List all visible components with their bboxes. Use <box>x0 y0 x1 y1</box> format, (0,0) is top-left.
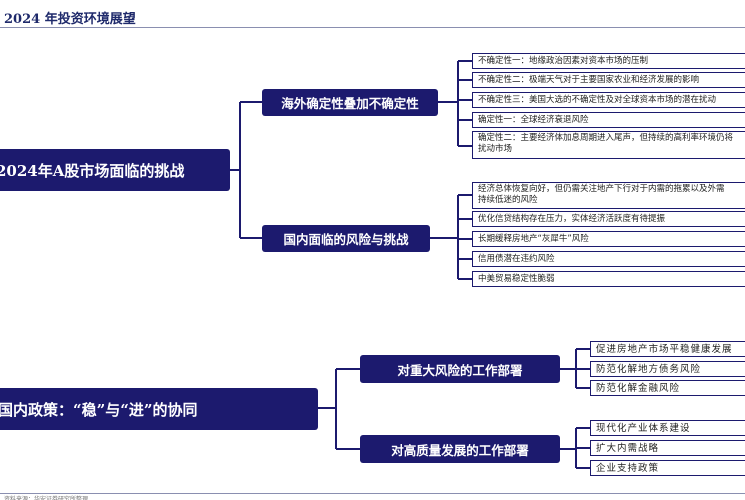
leaf-overseas-3: 不确定性三：美国大选的不确定性及对全球资本市场的潜在扰动 <box>472 92 745 108</box>
root-node-domestic-policy: 国内政策：“稳”与“进”的协同 <box>0 388 318 430</box>
connector-quality-leaves <box>576 427 590 469</box>
branch-label: 对高质量发展的工作部署 <box>391 442 529 458</box>
leaf-risk-3: 防范化解金融风险 <box>590 380 745 396</box>
leaf-domestic-5: 中美贸易稳定性脆弱 <box>472 271 745 287</box>
leaf-overseas-2: 不确定性二：极端天气对于主要国家农业和经济发展的影响 <box>472 72 745 88</box>
connector-risk-leaves <box>576 348 590 389</box>
leaf-overseas-1: 不确定性一：地缘政治因素对资本市场的压制 <box>472 53 745 69</box>
branch-label: 国内面临的风险与挑战 <box>283 232 409 247</box>
branch-label: 对重大风险的工作部署 <box>397 362 523 378</box>
leaf-overseas-4: 确定性一：全球经济衰退风险 <box>472 112 745 128</box>
branch-overseas: 海外确定性叠加不确定性 <box>262 89 438 116</box>
leaf-quality-2: 扩大内需战略 <box>590 440 745 456</box>
leaf-overseas-5: 确定性二：主要经济体加息周期进入尾声，但持续的高利率环境仍将扰动市场 <box>472 131 745 159</box>
leaf-domestic-2: 优化信贷结构存在压力，实体经济活跃度有待提振 <box>472 211 745 227</box>
connector-domestic-leaves <box>458 194 472 280</box>
branch-major-risk: 对重大风险的工作部署 <box>360 355 560 383</box>
leaf-risk-1: 促进房地产市场平稳健康发展 <box>590 341 745 357</box>
branch-domestic: 国内面临的风险与挑战 <box>262 225 430 252</box>
root-node-label: 2024年A股市场面临的挑战 <box>0 161 185 180</box>
source-note: 资料来源：华安证券研究所整理 <box>4 496 89 500</box>
leaf-domestic-4: 信用债潜在违约风险 <box>472 251 745 267</box>
root-node-a-share-challenges: 2024年A股市场面临的挑战 <box>0 149 230 191</box>
leaf-domestic-3: 长期缓释房地产“灰犀牛”风险 <box>472 231 745 247</box>
footer-divider <box>0 493 745 494</box>
connector-overseas-leaves <box>458 60 472 147</box>
leaf-quality-1: 现代化产业体系建设 <box>590 420 745 436</box>
leaf-risk-2: 防范化解地方债务风险 <box>590 361 745 377</box>
branch-label: 海外确定性叠加不确定性 <box>281 96 419 111</box>
header-divider <box>0 27 745 28</box>
leaf-domestic-1: 经济总体恢复向好，但仍需关注地产下行对于内需的拖累以及外需持续低迷的风险 <box>472 182 745 209</box>
leaf-quality-3: 企业支持政策 <box>590 460 745 476</box>
branch-high-quality: 对高质量发展的工作部署 <box>360 435 560 463</box>
root-node-label: 国内政策：“稳”与“进”的协同 <box>0 400 198 419</box>
page-title: 2024 年投资环境展望 <box>4 12 136 27</box>
